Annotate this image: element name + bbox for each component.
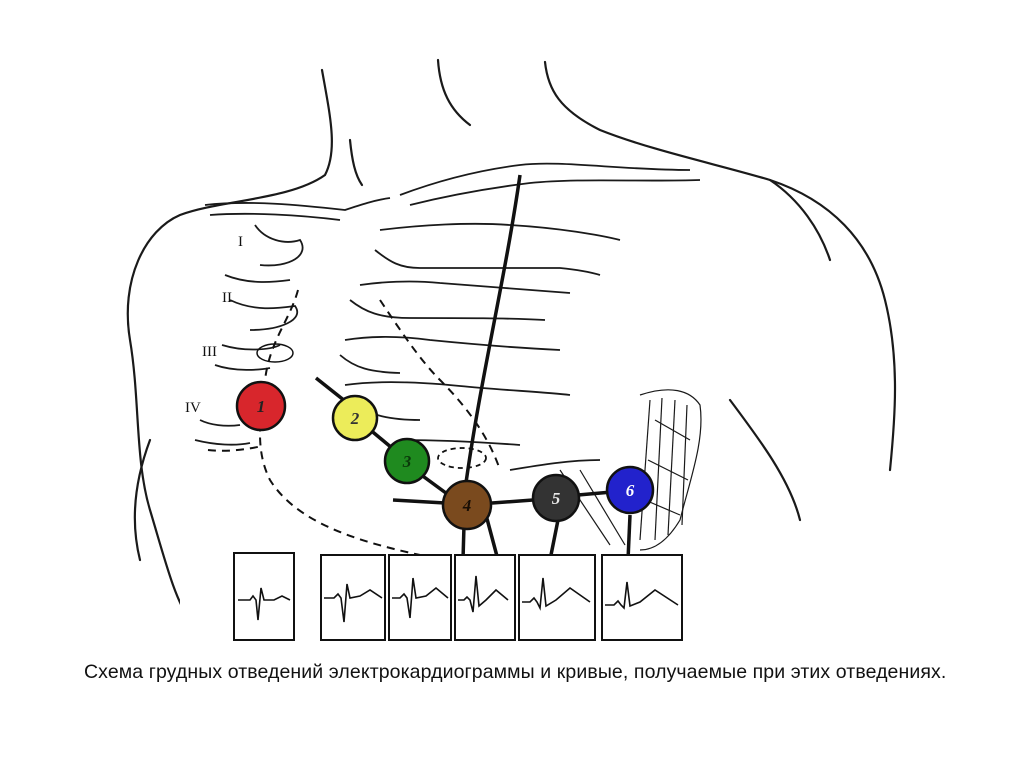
ecg-trace-v4 xyxy=(454,554,516,641)
heart-apex-marker xyxy=(437,447,487,469)
rib-labels: I II III IV xyxy=(185,234,243,416)
pectoral-muscle xyxy=(559,389,702,551)
electrode-5-label: 5 xyxy=(552,489,561,508)
torso-outline xyxy=(126,58,897,622)
rib-marker xyxy=(256,343,294,363)
ribs-right-side xyxy=(194,224,304,446)
electrode-2: 2 xyxy=(331,394,379,442)
ecg-trace-v5 xyxy=(518,554,596,641)
heart-outline xyxy=(207,289,501,560)
electrode-1-label: 1 xyxy=(257,397,266,416)
electrode-1: 1 xyxy=(235,380,287,432)
electrode-4: 4 xyxy=(441,479,493,531)
rib-label-2: II xyxy=(222,290,232,306)
rib-label-4: IV xyxy=(185,400,201,416)
ecg-trace-v2 xyxy=(320,554,386,641)
rib-label-1: I xyxy=(238,234,243,250)
sternum-line xyxy=(461,174,522,561)
electrode-4-label: 4 xyxy=(462,496,472,515)
electrode-2-label: 2 xyxy=(350,409,360,428)
ecg-trace-v3 xyxy=(388,554,452,641)
electrode-3: 3 xyxy=(383,437,431,485)
electrode-6: 6 xyxy=(605,465,655,515)
ribs-left-side xyxy=(339,222,621,471)
electrode-5: 5 xyxy=(531,473,581,523)
ecg-trace-v1 xyxy=(233,552,295,641)
clavicles xyxy=(204,162,701,221)
electrode-wires xyxy=(314,376,632,561)
electrode-3-label: 3 xyxy=(402,452,412,471)
ecg-trace-v6 xyxy=(601,554,683,641)
rib-label-3: III xyxy=(202,344,217,360)
electrodes: 1 2 3 4 5 6 xyxy=(235,380,655,531)
electrode-6-label: 6 xyxy=(626,481,635,500)
ecg-panels xyxy=(180,552,740,641)
figure-caption: Схема грудных отведений электрокардиогра… xyxy=(84,661,947,683)
